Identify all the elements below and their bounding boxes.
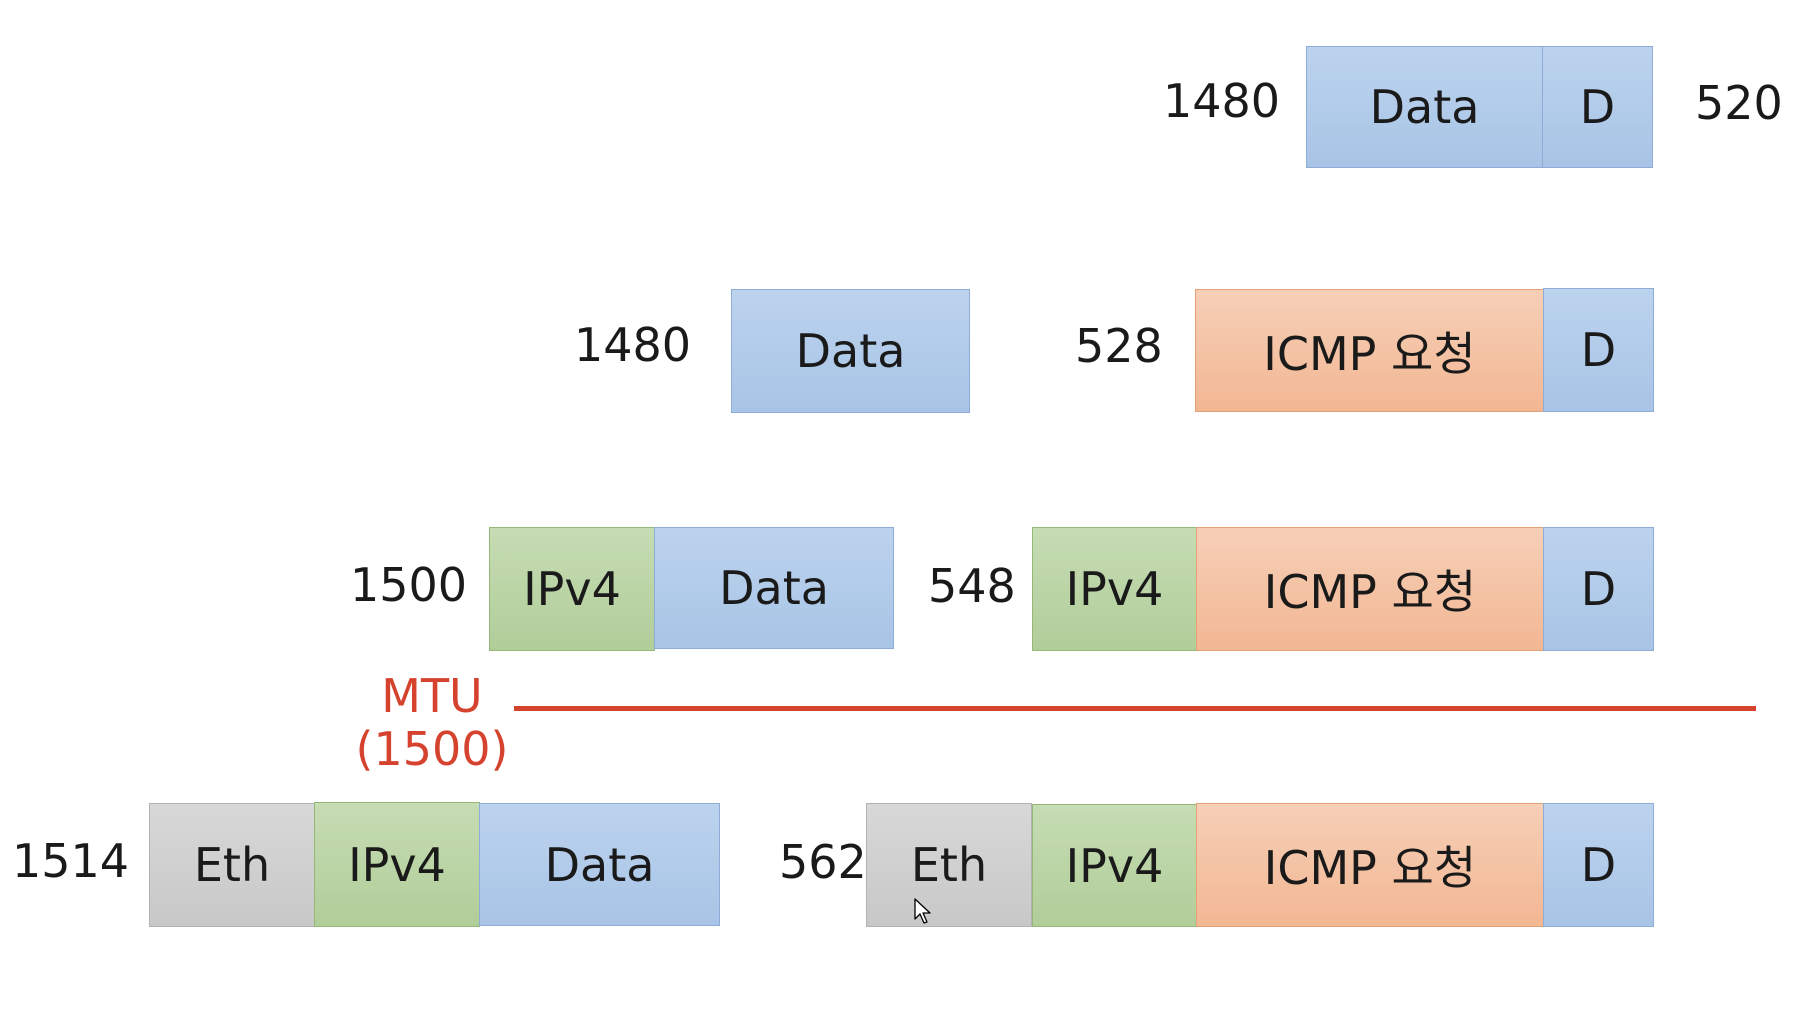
row4-data-size: 1514 [12,834,130,888]
row3-d-block: D [1543,527,1654,651]
mtu-label: MTU (1500) [352,670,512,776]
row4-data-block: Data [479,803,720,926]
row1-d-block: D [1542,46,1653,168]
row4-d-block: D [1543,803,1654,927]
row1-data-block: Data [1306,46,1543,168]
row3-ipv4-block: IPv4 [489,527,655,651]
row3-icmp-size: 548 [928,559,1016,613]
mouse-cursor-icon [914,898,931,924]
row2-data-block: Data [731,289,970,413]
row4-icmp-size: 562 [779,835,867,889]
row4-icmp-block: ICMP 요청 [1196,803,1544,927]
mtu-text: MTU [381,669,483,723]
row2-data-size: 1480 [574,318,692,372]
row3-icmp-block: ICMP 요청 [1196,527,1544,651]
row2-d-block: D [1543,288,1654,412]
row2-icmp-size: 528 [1075,319,1163,373]
row4-ipv4-block: IPv4 [314,802,480,927]
mtu-value: (1500) [355,721,509,776]
row4-eth-block-2: Eth [866,803,1032,927]
row4-eth-block: Eth [149,803,315,927]
mtu-line [514,706,1756,711]
row4-ipv4-block-2: IPv4 [1032,804,1197,927]
row3-data-block: Data [654,527,894,649]
row3-data-size: 1500 [350,558,468,612]
row1-right-size: 520 [1695,76,1783,130]
row2-icmp-block: ICMP 요청 [1195,289,1544,412]
row3-ipv4-block-2: IPv4 [1032,527,1197,651]
row1-left-size: 1480 [1163,74,1281,128]
